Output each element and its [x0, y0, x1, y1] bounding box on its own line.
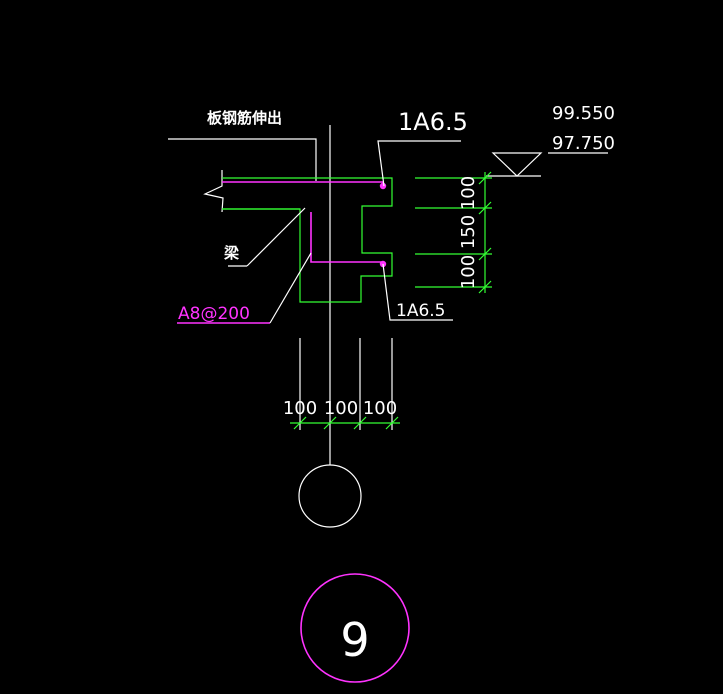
dim-vertical-3: 100	[458, 255, 479, 289]
dim-horizontal-1: 100	[283, 398, 317, 419]
slab-break-line	[203, 170, 224, 213]
stirrup-leader	[269, 252, 312, 324]
top-bar-label: 1A6.5	[398, 108, 468, 136]
bottom-bar-label: 1A6.5	[396, 301, 445, 321]
elevation-bottom-label: 97.750	[552, 133, 615, 154]
horizontal-dimension-chain	[290, 338, 400, 430]
dim-horizontal-2: 100	[324, 398, 358, 419]
bottom-bar-leader	[382, 263, 453, 321]
vertical-dimension-chain	[415, 171, 492, 294]
slab-note-label: 板钢筋伸出	[207, 109, 282, 127]
slab-note-leader	[168, 138, 317, 181]
stirrup-label: A8@200	[178, 304, 250, 324]
top-rebar-dot	[379, 182, 387, 190]
beam-leader	[246, 207, 306, 267]
slab-top-rebar	[222, 181, 384, 187]
top-bar-leader	[377, 140, 461, 187]
dim-vertical-1: 100	[458, 176, 479, 210]
detail-number-circle	[300, 573, 410, 683]
detail-number-label: 9	[340, 613, 369, 667]
dim-vertical-2: 150	[458, 215, 479, 249]
elevation-triangle	[491, 152, 543, 177]
beam-label: 梁	[223, 244, 240, 262]
axis-bubble	[298, 464, 362, 528]
beam-section-outline	[222, 177, 393, 303]
elevation-top-label: 99.550	[552, 103, 615, 124]
stirrup-rebar	[310, 212, 384, 267]
dim-horizontal-3: 100	[363, 398, 397, 419]
